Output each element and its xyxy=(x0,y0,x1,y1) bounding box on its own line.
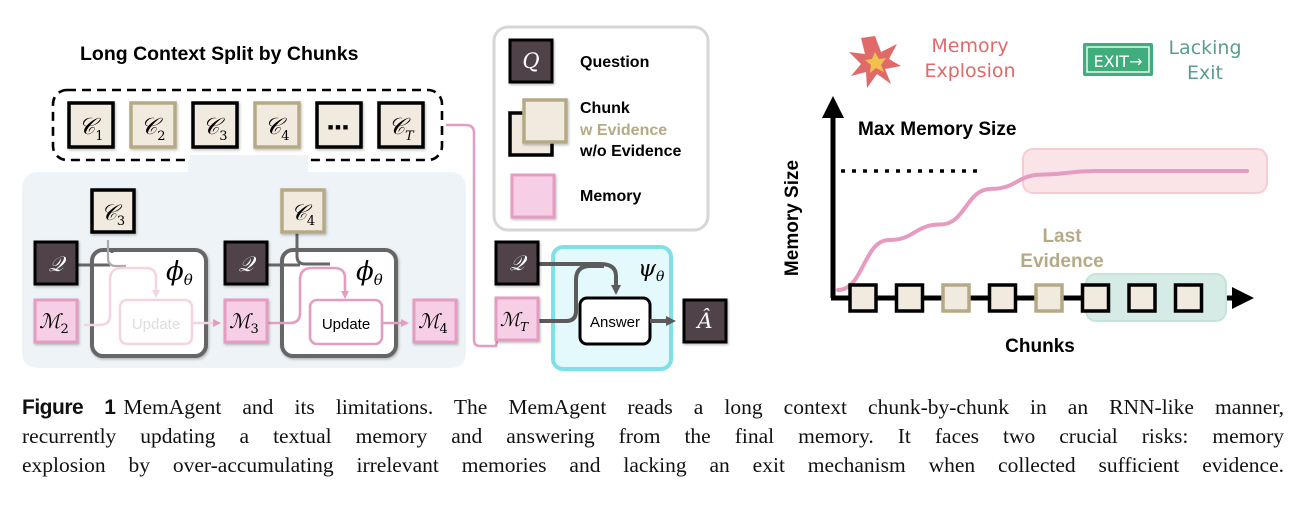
final-chunk-to-memory-line xyxy=(446,123,500,348)
memory-size-curve xyxy=(836,169,1249,292)
chunk-sequence-container xyxy=(51,88,444,162)
y-axis-label: Memory Size xyxy=(782,160,803,276)
axis-chunk xyxy=(894,283,925,313)
axis-chunk xyxy=(848,283,878,313)
answer-op-label: Answer xyxy=(590,314,640,331)
memory-m4: ℳ4 xyxy=(412,298,458,344)
exit-sign-icon: EXIT→ xyxy=(1083,43,1153,76)
svg-text:Â: Â xyxy=(695,309,712,333)
svg-text:EXIT→: EXIT→ xyxy=(1094,52,1143,71)
memory-explosion-line2: Explosion xyxy=(924,60,1015,82)
legend: Q Question Chunk w Evidence w/o Evidence… xyxy=(492,25,710,232)
max-memory-label: Max Memory Size xyxy=(858,119,1016,140)
update-step-2: Update ϕθ xyxy=(255,233,409,358)
axis-chunk xyxy=(1127,283,1157,313)
axis-chunk xyxy=(987,283,1018,313)
caption-label: Figure 1 xyxy=(22,396,116,419)
question-input-final: 𝒬 xyxy=(494,240,540,286)
legend-question-swatch: Q xyxy=(508,38,554,84)
memory-curve-layer xyxy=(836,169,1249,292)
answer-step: ψθ Answer xyxy=(538,245,676,371)
legend-memory-label: Memory xyxy=(580,188,641,205)
x-axis-label: Chunks xyxy=(1005,336,1075,357)
chunk-ellipsis: ■■■ xyxy=(315,101,363,149)
axis-chunk xyxy=(1173,283,1204,313)
question-input-1: 𝒬 xyxy=(33,240,79,286)
axis-chunk xyxy=(1034,283,1064,313)
lacking-exit-line2: Exit xyxy=(1187,62,1223,84)
chunk-c2: 𝒞2 xyxy=(129,101,177,149)
axis-chunk xyxy=(1080,283,1111,313)
update-step-1: Update ϕθ xyxy=(66,240,221,358)
caption-line-3: explosion by over-accumulating irrelevan… xyxy=(22,453,1284,477)
chunk-c3-input: 𝒞3 xyxy=(90,188,136,234)
memory-explosion-line1: Memory xyxy=(931,35,1008,57)
update-op-label-faded: Update xyxy=(132,316,180,333)
legend-with-evidence-label: w Evidence xyxy=(579,122,667,139)
chunk-ct: 𝒞T xyxy=(377,101,425,149)
memory-m3: ℳ3 xyxy=(223,298,269,344)
chunk-c3: 𝒞3 xyxy=(191,101,239,149)
last-evidence-line2: Evidence xyxy=(1020,251,1103,272)
svg-text:Q: Q xyxy=(522,49,539,73)
chunk-c1: 𝒞1 xyxy=(67,101,115,149)
update-op-label: Update xyxy=(322,316,370,333)
legend-memory-swatch xyxy=(510,173,556,219)
chunk-c4: 𝒞4 xyxy=(253,101,301,149)
svg-text:■■■: ■■■ xyxy=(328,122,350,132)
explosion-icon xyxy=(849,36,901,88)
chunk-c4-input: 𝒞4 xyxy=(280,188,326,234)
memory-m2: ℳ2 xyxy=(33,298,79,344)
answer-output: Â xyxy=(682,298,728,344)
svg-text:𝒬: 𝒬 xyxy=(238,252,256,276)
svg-text:𝒬: 𝒬 xyxy=(48,252,66,276)
svg-text:𝒬: 𝒬 xyxy=(509,251,527,275)
lacking-exit-line1: Lacking xyxy=(1168,37,1241,59)
legend-without-evidence-label: w/o Evidence xyxy=(579,143,681,160)
legend-chunk-evidence-swatch xyxy=(522,98,568,144)
question-input-2: 𝒬 xyxy=(223,240,269,286)
last-evidence-line1: Last xyxy=(1042,226,1082,247)
long-context-title: Long Context Split by Chunks xyxy=(80,43,359,65)
caption-line-2: recurrently updating a textual memory an… xyxy=(22,424,1284,448)
legend-question-label: Question xyxy=(580,54,649,71)
axis-chunk xyxy=(941,283,971,313)
legend-chunk-label: Chunk xyxy=(580,100,630,117)
memory-mt: ℳT xyxy=(494,296,540,342)
